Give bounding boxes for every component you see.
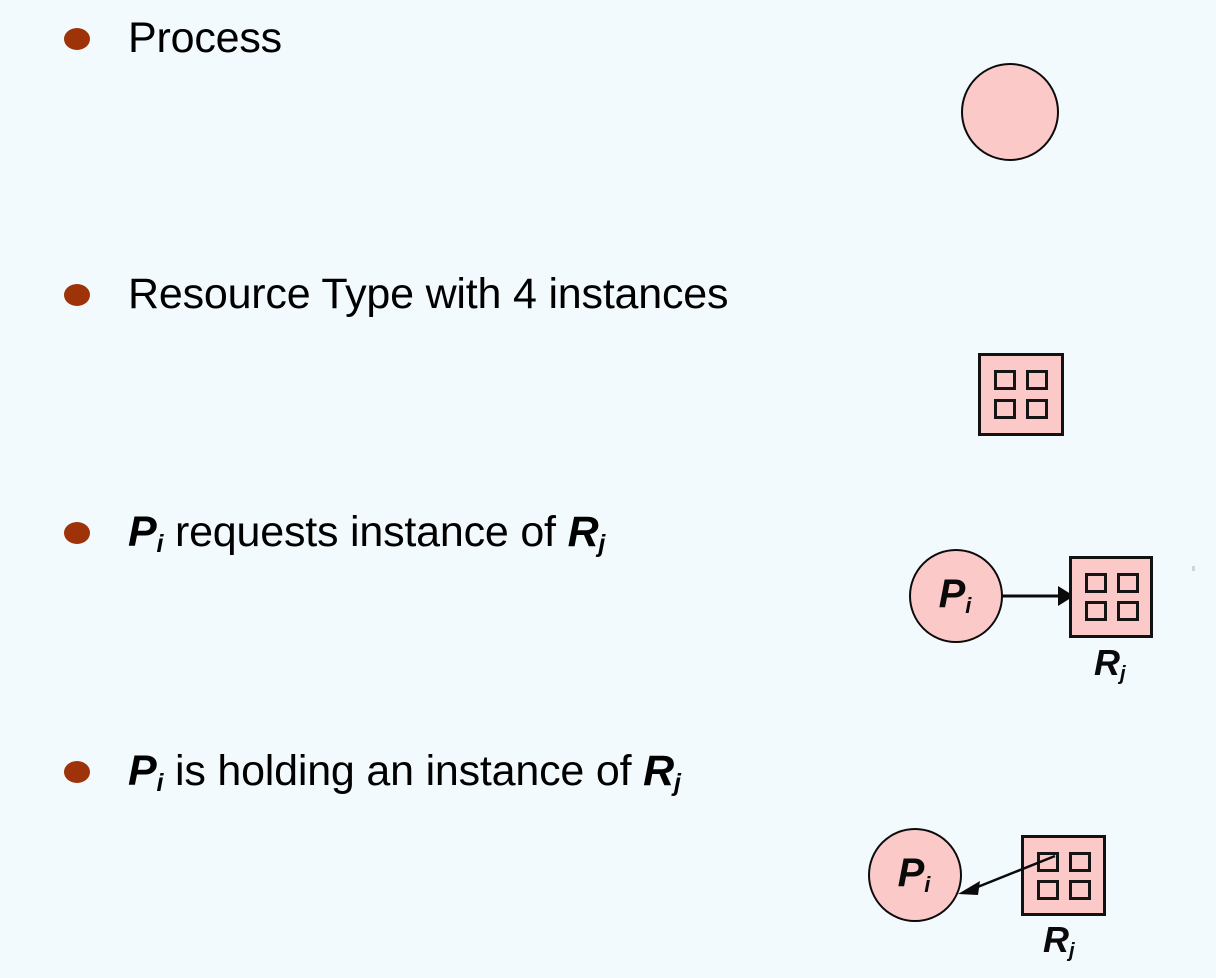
bullet-label-holding: Pi is holding an instance of Rj [128, 747, 681, 797]
bullet-dot-icon [64, 760, 90, 783]
resource-instance-square [1085, 573, 1107, 593]
subscript-i: i [965, 592, 972, 618]
subscript-j: j [1120, 663, 1126, 686]
variable-p: P [128, 508, 157, 556]
resource-instance-square [1037, 880, 1059, 900]
request-process-node: Pi [909, 549, 1003, 643]
variable-p: P [938, 572, 966, 616]
variable-r: R [567, 508, 599, 556]
resource-instance-square [994, 398, 1016, 419]
request-middle-text: requests instance of [163, 508, 568, 556]
request-edge-arrow [1002, 586, 1074, 606]
subscript-j: j [1069, 940, 1075, 963]
bullet-label-request: Pi requests instance of Rj [128, 508, 606, 558]
resource-instance-square [994, 370, 1016, 391]
subscript-j: j [598, 529, 606, 558]
resource-instance-square [1069, 880, 1091, 900]
subscript-i: i [156, 529, 164, 558]
holding-edge-arrow [958, 854, 1056, 895]
resource-instance-square [1117, 573, 1139, 593]
holding-resource-box [1021, 835, 1106, 916]
subscript-j: j [673, 768, 681, 797]
process-node-circle [961, 63, 1059, 161]
resource-instance-square [1069, 852, 1091, 872]
request-resource-label: Rj [1094, 642, 1126, 685]
variable-p: P [897, 851, 925, 895]
holding-resource-label: Rj [1043, 919, 1075, 962]
holding-process-label: Pi [897, 851, 931, 895]
bullet-dot-icon [64, 283, 90, 306]
variable-r: R [1094, 642, 1120, 683]
holding-middle-text: is holding an instance of [163, 747, 644, 795]
bullet-item-resource-type: Resource Type with 4 instances [64, 270, 729, 318]
bullet-item-request: Pi requests instance of Rj [64, 508, 606, 558]
variable-p: P [128, 747, 157, 795]
resource-instance-square [1117, 601, 1139, 621]
subscript-i: i [924, 871, 931, 897]
resource-instance-square [1085, 601, 1107, 621]
bullet-label-resource-type: Resource Type with 4 instances [128, 270, 729, 318]
stray-artifact-mark [1192, 566, 1195, 571]
variable-r: R [643, 747, 674, 795]
bullet-dot-icon [64, 521, 90, 544]
request-process-label: Pi [938, 572, 972, 616]
bullet-item-process: Process [64, 14, 282, 62]
subscript-i: i [156, 768, 164, 797]
variable-r: R [1043, 919, 1069, 960]
bullet-dot-icon [64, 27, 90, 50]
resource-type-box [978, 353, 1064, 436]
resource-instance-square [1026, 370, 1048, 391]
bullet-label-process: Process [128, 14, 282, 62]
bullet-item-holding: Pi is holding an instance of Rj [64, 747, 681, 797]
request-resource-box [1069, 556, 1153, 638]
resource-instance-square [1026, 398, 1048, 419]
holding-process-node: Pi [868, 828, 962, 922]
